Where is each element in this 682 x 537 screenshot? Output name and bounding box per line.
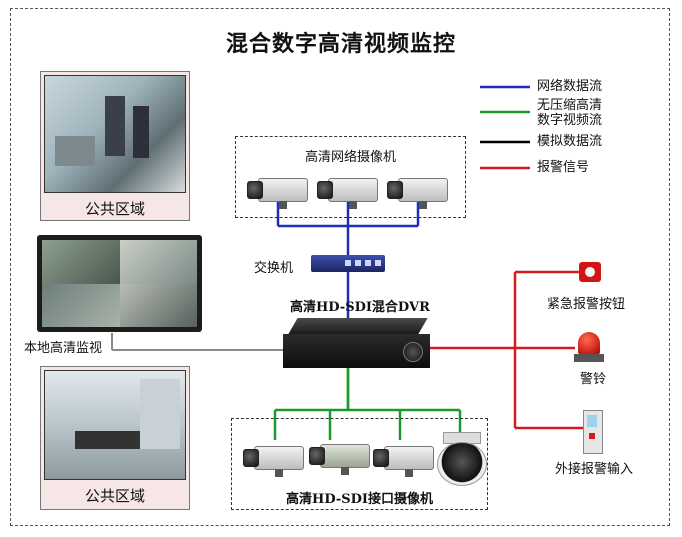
dvr-label: 高清HD-SDI混合DVR	[290, 300, 430, 315]
network-camera-1	[247, 178, 308, 209]
public-area-photo-bottom	[44, 370, 186, 480]
sdi-cameras-label: 高清HD-SDI接口摄像机	[286, 492, 433, 507]
legend-network-label: 网络数据流	[537, 79, 603, 94]
network-camera-2	[317, 178, 378, 209]
alarm-wires	[430, 270, 583, 430]
alarm-input-device	[583, 410, 603, 454]
dvr-device	[283, 318, 430, 368]
network-cameras-label: 高清网络摄像机	[304, 150, 396, 165]
dome-camera	[437, 432, 487, 486]
alarm-button-label: 紧急报警按钮	[547, 297, 626, 312]
monitor-screen	[42, 240, 197, 327]
alarm-input-label: 外接报警输入	[555, 462, 634, 477]
public-area-card-top: 公共区域	[40, 71, 190, 221]
local-monitor	[37, 235, 202, 332]
sdi-camera-3	[373, 446, 434, 477]
public-area-label-top: 公共区域	[84, 200, 145, 218]
public-area-photo-top	[44, 75, 186, 193]
switch-label: 交换机	[254, 261, 294, 276]
sdi-camera-1	[243, 446, 304, 477]
public-area-label-bottom: 公共区域	[84, 487, 145, 505]
network-camera-3	[387, 178, 448, 209]
legend-hd-label: 无压缩高清 数字视频流	[537, 98, 603, 128]
network-switch	[311, 255, 385, 272]
alarm-button-device	[579, 262, 601, 282]
network-wires	[276, 198, 420, 318]
alarm-bell-device	[574, 332, 604, 362]
network-camera-group	[235, 136, 466, 218]
diagram-title: 混合数字高清视频监控	[225, 32, 456, 57]
legend-alarm-label: 报警信号	[537, 160, 590, 175]
sdi-camera-group	[231, 418, 488, 510]
hd-sdi-wires	[273, 368, 462, 440]
alarm-bell-label: 警铃	[580, 372, 607, 387]
outer-frame	[10, 8, 670, 526]
local-monitor-label: 本地高清监视	[24, 341, 103, 356]
legend-analog-label: 模拟数据流	[537, 134, 603, 149]
sdi-camera-2	[309, 444, 370, 475]
public-area-card-bottom: 公共区域	[40, 366, 190, 510]
